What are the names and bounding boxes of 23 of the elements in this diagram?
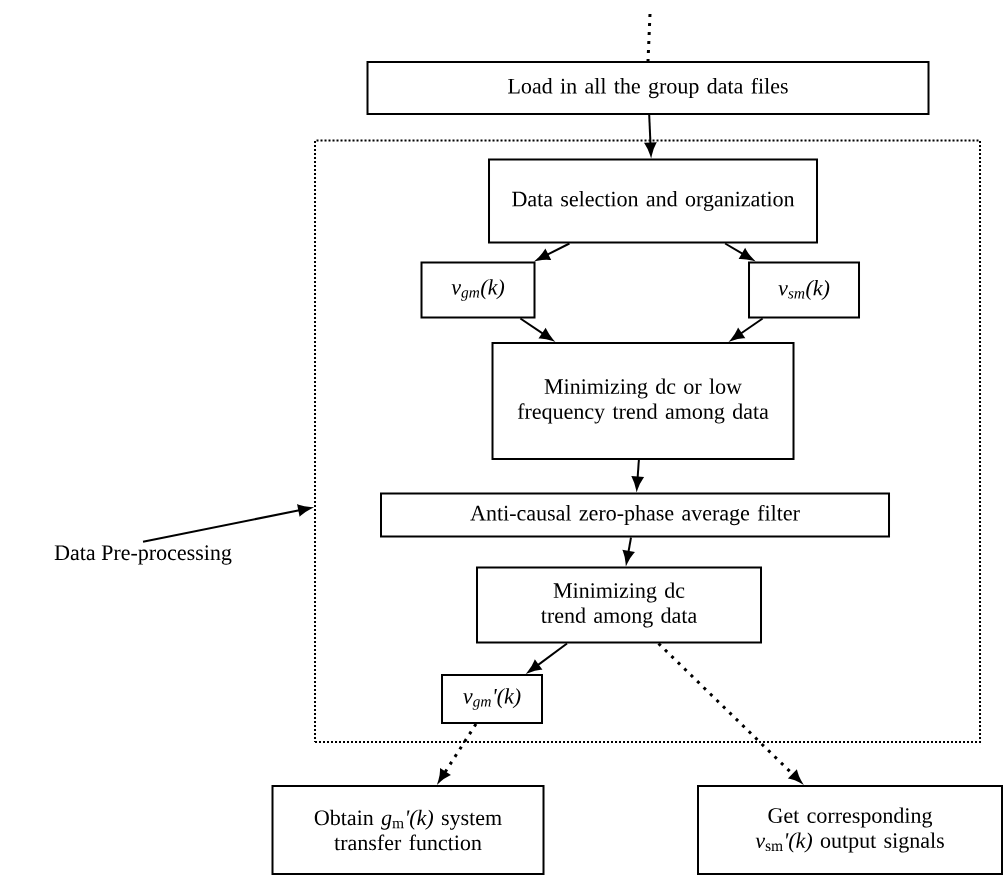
arrow	[724, 242, 754, 261]
arrow	[519, 317, 554, 341]
arrow	[438, 723, 478, 782]
dotted-frame	[314, 139, 981, 743]
process-box: v$_{sm}$(k)	[748, 261, 860, 319]
arrow	[622, 536, 635, 564]
arrow	[730, 317, 764, 341]
process-box: Minimizing dc or low frequency trend among data	[491, 342, 795, 460]
process-box: v$_{gm}$'(k)	[441, 674, 543, 724]
arrow	[644, 114, 657, 156]
process-box: Anti-causal zero-phase average filter	[380, 492, 890, 538]
arrow	[631, 459, 644, 490]
process-box: Get corresponding v$_{sm}$'(k) output signals	[697, 785, 1003, 875]
arrow	[536, 242, 571, 261]
arrow	[657, 642, 802, 783]
process-box: Load in all the group data files	[366, 61, 930, 115]
process-box: Data selection and organization	[488, 158, 818, 244]
arrow	[142, 504, 312, 543]
group-label: Data Pre-processing	[54, 545, 232, 565]
arrow	[527, 642, 569, 673]
process-box: v$_{gm}$(k)	[420, 261, 536, 319]
process-box: Minimizing dc trend among data	[476, 566, 762, 644]
process-box: Obtain g$_{m}$'(k) system transfer function	[271, 785, 545, 875]
